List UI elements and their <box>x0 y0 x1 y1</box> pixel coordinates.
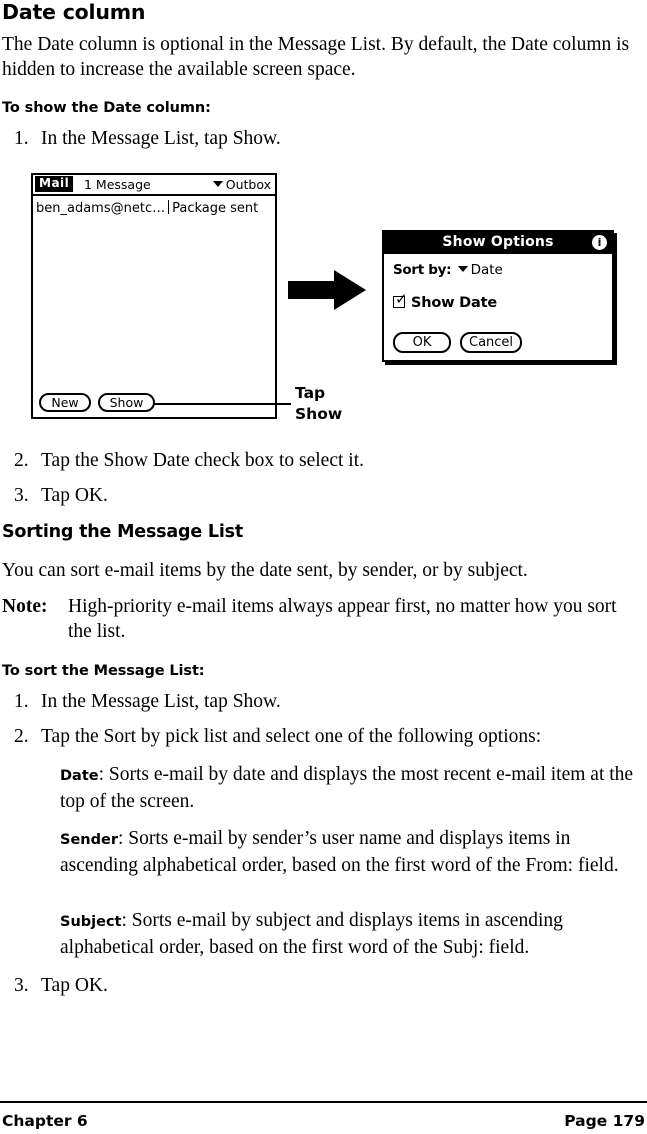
info-icon[interactable]: i <box>592 235 607 250</box>
show-options-dialog: Show Options i Sort by: Date ✓Show Date … <box>382 230 614 362</box>
page-title: Date column <box>2 0 146 24</box>
footer-divider <box>0 1101 647 1103</box>
cancel-button[interactable]: Cancel <box>460 332 523 353</box>
message-sender: ben_adams@netc… <box>36 201 166 216</box>
dialog-button-row: OK Cancel <box>393 332 527 353</box>
step-text: Tap OK. <box>41 485 108 506</box>
message-list-button-bar: New Show <box>33 391 275 415</box>
message-list-titlebar: Mail 1 Message Outbox <box>33 175 275 196</box>
step-number: 2. <box>14 726 29 747</box>
show-date-checkbox[interactable]: ✓ <box>393 292 408 308</box>
step-number: 3. <box>14 975 29 996</box>
note-label: Note: <box>2 596 48 617</box>
note-text: High-priority e-mail items always appear… <box>68 596 617 642</box>
procedure-1-title: To show the Date column: <box>2 100 211 116</box>
show-button[interactable]: Show <box>98 393 155 412</box>
step-text: Tap the Sort by pick list and select one… <box>41 726 542 747</box>
option-subject: Subject: Sorts e-mail by subject and dis… <box>60 908 642 960</box>
show-date-checkbox-row[interactable]: ✓Show Date <box>393 292 497 312</box>
folder-label: Outbox <box>225 177 271 192</box>
callout-line-1: Tap <box>295 384 326 402</box>
message-count-label: 1 Message <box>84 177 151 192</box>
sorting-paragraph: You can sort e-mail items by the date se… <box>2 560 528 581</box>
app-name-tag: Mail <box>35 176 74 192</box>
step-number: 1. <box>14 691 29 712</box>
step-text: Tap OK. <box>41 975 108 996</box>
callout-line-2: Show <box>295 405 343 423</box>
option-date: Date: Sorts e-mail by date and displays … <box>60 762 642 814</box>
option-definition: : Sorts e-mail by subject and displays i… <box>60 910 563 958</box>
sort-by-label: Sort by: <box>393 262 452 278</box>
intro-paragraph: The Date column is optional in the Messa… <box>2 34 630 80</box>
message-subject: Package sent <box>172 201 259 216</box>
triangle-down-icon <box>457 266 468 272</box>
option-definition: : Sorts e-mail by date and displays the … <box>60 764 634 812</box>
arrow-right-icon <box>288 270 368 310</box>
step-number: 1. <box>14 128 29 149</box>
sort-by-row: Sort by: Date <box>393 262 503 279</box>
check-icon: ✓ <box>395 290 408 308</box>
step-number: 3. <box>14 485 29 506</box>
section-heading-sorting: Sorting the Message List <box>2 522 244 542</box>
step-text: In the Message List, tap Show. <box>41 691 281 712</box>
message-row[interactable]: ben_adams@netc… Package sent <box>36 200 258 217</box>
step-text: Tap the Show Date check box to select it… <box>41 450 364 471</box>
step-text: In the Message List, tap Show. <box>41 128 281 149</box>
new-button[interactable]: New <box>39 393 91 412</box>
option-term: Sender <box>60 832 118 848</box>
option-sender: Sender: Sorts e-mail by sender’s user na… <box>60 826 642 878</box>
message-list-screenshot: Mail 1 Message Outbox ben_adams@netc… Pac… <box>31 173 277 419</box>
dialog-titlebar: Show Options i <box>384 232 612 254</box>
column-divider <box>168 200 170 214</box>
step-number: 2. <box>14 450 29 471</box>
footer-page-number: Page 179 <box>564 1112 645 1130</box>
option-term: Subject <box>60 914 122 930</box>
folder-picker[interactable]: Outbox <box>212 177 271 192</box>
procedure-2-title: To sort the Message List: <box>2 663 205 679</box>
option-definition: : Sorts e-mail by sender’s user name and… <box>60 828 619 876</box>
sort-by-value: Date <box>470 262 503 278</box>
callout-leader-line <box>153 403 291 405</box>
sort-by-pick-list[interactable]: Date <box>457 262 503 278</box>
dialog-title: Show Options <box>442 234 554 250</box>
footer-chapter: Chapter 6 <box>2 1112 88 1130</box>
show-date-label: Show Date <box>411 295 497 311</box>
triangle-down-icon <box>212 181 223 187</box>
option-term: Date <box>60 768 99 784</box>
ok-button[interactable]: OK <box>393 332 451 353</box>
